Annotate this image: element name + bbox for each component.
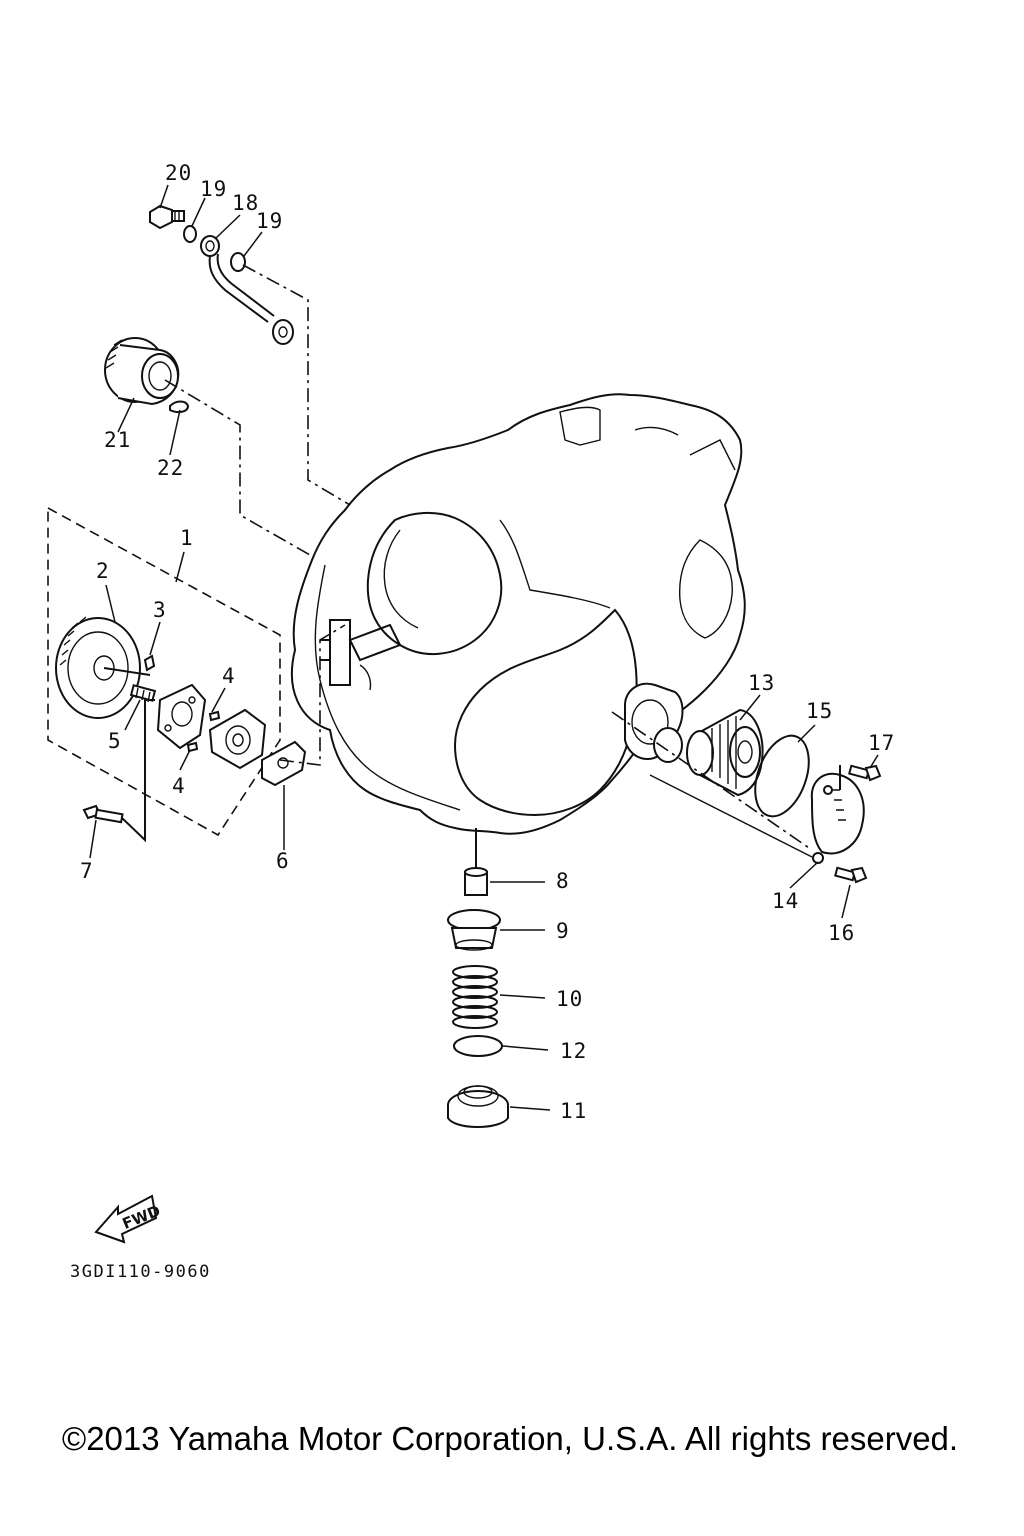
callout-18: 18 bbox=[232, 191, 259, 215]
oil-delivery-pipe-assembly bbox=[149, 204, 351, 506]
pin-3 bbox=[143, 654, 156, 672]
o-ring-12 bbox=[453, 1035, 503, 1057]
callout-4-bottom: 4 bbox=[172, 774, 186, 798]
callout-2: 2 bbox=[96, 559, 110, 583]
callout-19-right: 19 bbox=[256, 209, 283, 233]
callout-11: 11 bbox=[560, 1099, 587, 1123]
filter-cover-14 bbox=[810, 772, 865, 864]
primary-drive-gear-21 bbox=[104, 337, 311, 556]
dowel-pin-4b bbox=[186, 741, 199, 753]
callout-labels: 20 19 18 19 21 22 1 2 3 4 5 4 7 6 13 15 … bbox=[80, 161, 895, 1123]
dowel-pin-4a bbox=[208, 710, 221, 722]
pump-housing-front bbox=[156, 683, 207, 750]
spring-10 bbox=[452, 965, 498, 1029]
callout-5: 5 bbox=[108, 729, 122, 753]
oil-filter-element-13 bbox=[686, 708, 764, 797]
callout-19-top: 19 bbox=[200, 177, 227, 201]
o-ring-15 bbox=[754, 734, 810, 818]
seal-11 bbox=[447, 1085, 509, 1128]
crankcase-cover bbox=[290, 393, 746, 835]
oil-pump-assembly bbox=[47, 506, 346, 843]
strainer-stack bbox=[447, 828, 509, 1128]
pipe-banjo-18 bbox=[200, 235, 220, 257]
callout-10: 10 bbox=[556, 987, 583, 1011]
pump-housing-rear bbox=[208, 708, 267, 770]
pipe-lower-banjo bbox=[272, 319, 294, 345]
pump-drive-gear-2 bbox=[55, 616, 151, 719]
bolt-17 bbox=[848, 764, 882, 782]
callout-15: 15 bbox=[806, 699, 833, 723]
copper-washer-19a bbox=[183, 225, 197, 243]
callout-7: 7 bbox=[80, 859, 94, 883]
union-bolt-20 bbox=[149, 204, 185, 230]
callout-8: 8 bbox=[556, 869, 570, 893]
forward-direction-arrow: FWD bbox=[94, 1194, 163, 1244]
woodruff-key-22 bbox=[169, 400, 190, 414]
strainer-8 bbox=[464, 867, 488, 896]
diagram-part-code: 3GDI110-9060 bbox=[70, 1262, 211, 1282]
bolt-16 bbox=[834, 866, 868, 884]
plug-9 bbox=[447, 909, 501, 951]
copyright-notice: ©2013 Yamaha Motor Corporation, U.S.A. A… bbox=[62, 1420, 958, 1457]
gasket-6 bbox=[261, 740, 307, 787]
callout-16: 16 bbox=[828, 921, 855, 945]
callout-14: 14 bbox=[772, 889, 799, 913]
callout-9: 9 bbox=[556, 919, 570, 943]
copper-washer-19b bbox=[230, 252, 246, 272]
leader-lines bbox=[89, 184, 879, 1111]
callout-12: 12 bbox=[560, 1039, 587, 1063]
callout-1: 1 bbox=[180, 526, 194, 550]
oil-filter-assembly bbox=[611, 682, 882, 884]
callout-4-top: 4 bbox=[222, 664, 236, 688]
callout-21: 21 bbox=[104, 428, 131, 452]
screw-7 bbox=[82, 804, 124, 824]
callout-20: 20 bbox=[165, 161, 192, 185]
callout-13: 13 bbox=[748, 671, 775, 695]
callout-22: 22 bbox=[157, 456, 184, 480]
callout-3: 3 bbox=[153, 598, 167, 622]
callout-17: 17 bbox=[868, 731, 895, 755]
callout-6: 6 bbox=[276, 849, 290, 873]
